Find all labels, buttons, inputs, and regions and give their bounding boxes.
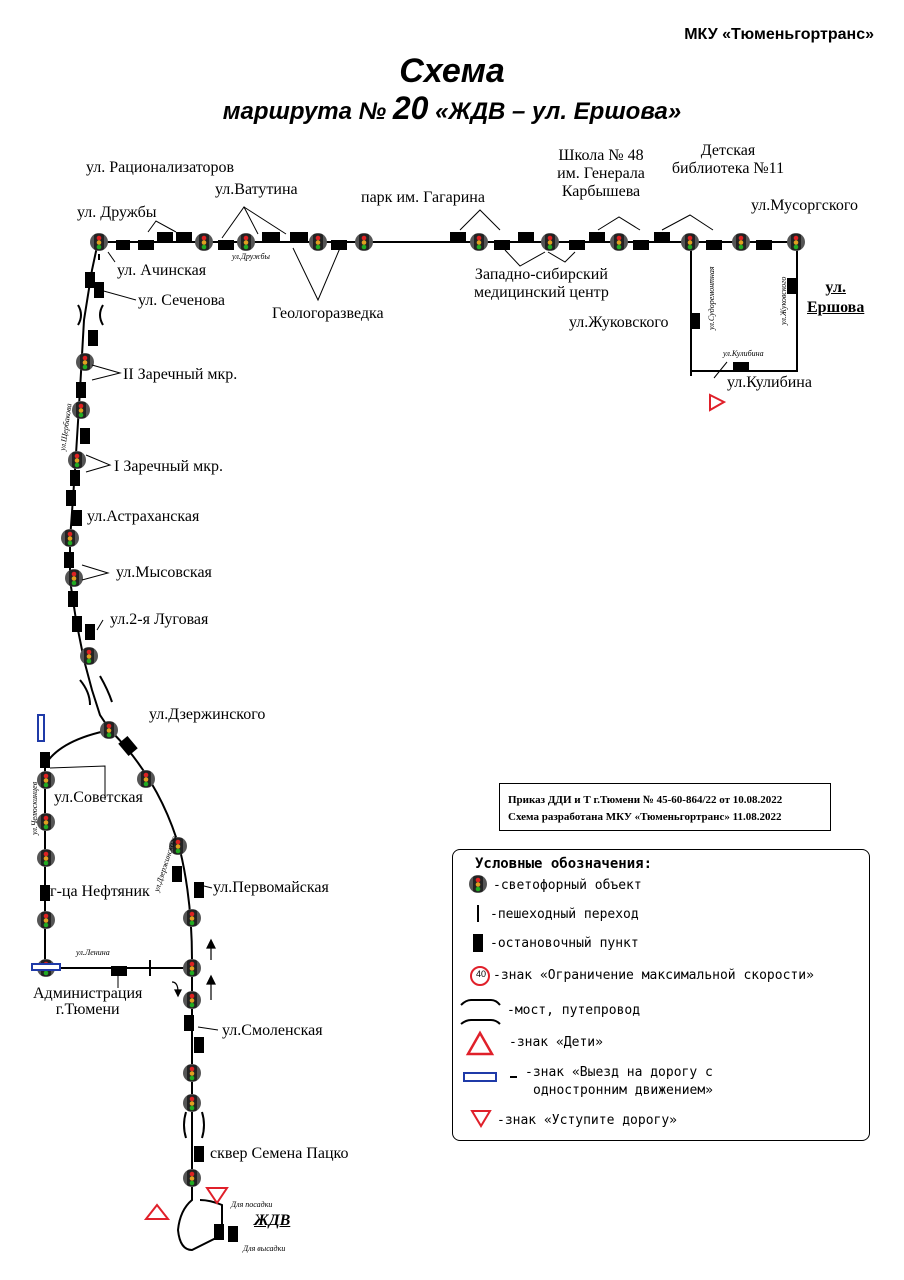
legend-one-way-exit-line2: одностронним движением» xyxy=(533,1083,714,1098)
label-astrakhanskaya: ул.Астраханская xyxy=(87,508,200,525)
label-zhdv: ЖДВ xyxy=(254,1212,291,1229)
label-smolenskaya: ул.Смоленская xyxy=(222,1022,323,1039)
label-sechenova: ул. Сеченова xyxy=(138,292,226,309)
label-zhukovskogo: ул.Жуковского xyxy=(569,314,669,331)
label-medcenter-line1: Западно-сибирский xyxy=(474,266,608,283)
label-ershova-line2: Ершова xyxy=(807,299,865,316)
label-school48-line2: им. Генерала xyxy=(557,165,645,182)
label-pervomaiskaya: ул.Первомайская xyxy=(213,879,329,896)
label-alighting: Для высадки xyxy=(243,1244,286,1253)
label-administration-line2: г.Тюмени xyxy=(55,1001,120,1018)
label-library-line1: Детская xyxy=(700,142,756,159)
label-sudoremontnaya-small: ул.Судоремонтная xyxy=(707,266,716,330)
label-mysovskaya: ул.Мысовская xyxy=(116,564,212,581)
legend-yield-sign: -знак «Уступите дорогу» xyxy=(497,1113,678,1128)
label-kulibina-small: ул.Кулибина xyxy=(723,349,764,358)
label-racionalizatorov: ул. Рационализаторов xyxy=(86,159,235,176)
legend-title: Условные обозначения: xyxy=(475,856,653,872)
label-school48-line3: Карбышева xyxy=(561,183,641,200)
subtitle-prefix: маршрута № xyxy=(222,98,387,125)
page-title: Схема xyxy=(399,52,505,90)
legend-icons xyxy=(460,875,517,1128)
order-line-1: Приказ ДДИ и Т г.Тюмени № 45-60-864/22 о… xyxy=(508,794,783,806)
legend-traffic-light: -светофорный объект xyxy=(493,878,642,893)
label-vatutina: ул.Ватутина xyxy=(215,181,298,198)
label-druzhby: ул. Дружбы xyxy=(77,204,157,221)
bus-stops xyxy=(40,232,797,1242)
label-school48-line1: Школа № 48 xyxy=(558,147,644,164)
direction-arrows xyxy=(171,938,216,1000)
order-line-2: Схема разработана МКУ «Тюменьгортранс» 1… xyxy=(508,811,782,823)
label-musorgskogo: ул.Мусоргского xyxy=(751,197,858,214)
legend-children-sign: -знак «Дети» xyxy=(509,1035,603,1050)
subtitle-suffix: «ЖДВ – ул. Ершова» xyxy=(435,98,682,125)
organization-name: МКУ «Тюменьгортранс» xyxy=(684,26,874,43)
legend: Условные обозначения: -светофорный объек… xyxy=(452,849,870,1141)
label-zarechny-1: I Заречный мкр. xyxy=(114,458,223,475)
label-sovetskaya: ул.Советская xyxy=(54,789,143,806)
label-zhukovskogo-small: ул.Жуковского xyxy=(779,276,788,325)
pedestrian-crossings xyxy=(98,251,798,976)
label-administration-line1: Администрация xyxy=(33,985,143,1002)
label-skver: сквер Семена Пацко xyxy=(210,1145,349,1162)
label-geologorazvedka: Геологоразведка xyxy=(272,305,384,322)
page-subtitle: маршрута № 20 «ЖДВ – ул. Ершова» xyxy=(0,90,904,127)
label-ershova-line1: ул. xyxy=(825,279,846,296)
legend-speed-limit: -знак «Ограничение максимальной скорости… xyxy=(493,968,814,983)
legend-speed-limit-number: 40 xyxy=(475,969,486,979)
label-kulibina: ул.Кулибина xyxy=(727,374,812,391)
label-gagarin-park: парк им. Гагарина xyxy=(361,189,485,206)
legend-bus-stop: -остановочный пункт xyxy=(490,936,639,951)
label-ershova: ул. Ершова xyxy=(807,278,864,318)
order-box: Приказ ДДИ и Т г.Тюмени № 45-60-864/22 о… xyxy=(499,783,831,831)
route-number: 20 xyxy=(392,90,429,126)
bridges xyxy=(77,304,205,1139)
legend-one-way-exit: -знак «Выезд на дорогу с одностронним дви… xyxy=(525,1064,713,1100)
label-neftyanik: г-ца Нефтяник xyxy=(50,883,150,900)
label-pointers xyxy=(49,206,728,1031)
legend-pedestrian-crossing: -пешеходный переход xyxy=(490,907,639,922)
label-lenina-small: ул.Ленина xyxy=(76,948,110,957)
label-chelyuskincev-small: ул.Челюскинцев xyxy=(30,781,39,835)
label-achinskaya: ул. Ачинская xyxy=(117,262,207,279)
legend-one-way-exit-line1: -знак «Выезд на дорогу с xyxy=(525,1065,713,1080)
label-boarding: Для посадки xyxy=(231,1200,273,1209)
label-zarechny-2: II Заречный мкр. xyxy=(123,366,238,383)
legend-bridge: -мост, путепровод xyxy=(507,1003,641,1018)
label-medcenter-line2: медицинский центр xyxy=(474,284,609,301)
label-dzerzhinskogo: ул.Дзержинского xyxy=(149,706,266,723)
label-library-line2: библиотека №11 xyxy=(671,160,785,177)
map-signs xyxy=(31,393,727,1220)
label-druzhby-small: ул.Дружбы xyxy=(232,252,270,261)
label-lugovaya-2: ул.2-я Луговая xyxy=(110,611,209,628)
